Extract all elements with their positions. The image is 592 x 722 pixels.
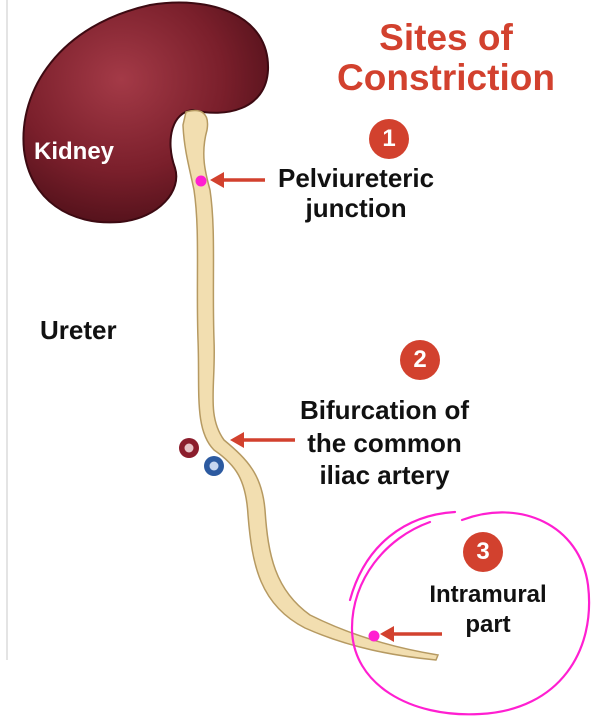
- site-1-label: Pelviureteric junction: [278, 164, 434, 224]
- kidney-shape: [23, 3, 268, 223]
- common-iliac-artery: [179, 438, 199, 458]
- arrow-site-2: [230, 432, 295, 448]
- marker-dot-1: [196, 176, 207, 187]
- site-3-label: Intramural part: [388, 580, 588, 640]
- kidney-label: Kidney: [34, 138, 114, 166]
- common-iliac-vein: [204, 456, 224, 476]
- site-2-line-3: iliac artery: [300, 459, 469, 492]
- diagram-title: Sites of Constriction: [300, 18, 592, 98]
- site-2-line-1: Bifurcation of: [300, 394, 469, 427]
- badge-2-number: 2: [400, 340, 440, 380]
- marker-dot-3: [369, 631, 380, 642]
- site-3-line-2: part: [388, 610, 588, 640]
- site-2-label: Bifurcation of the common iliac artery: [300, 394, 469, 492]
- site-1-line-2: junction: [278, 194, 434, 224]
- site-1-line-1: Pelviureteric: [278, 164, 434, 194]
- badge-3-number: 3: [463, 532, 503, 572]
- site-3-line-1: Intramural: [388, 580, 588, 610]
- badge-1-number: 1: [369, 119, 409, 159]
- title-line-1: Sites of: [300, 18, 592, 58]
- site-2-line-2: the common: [300, 427, 469, 460]
- ureter-label: Ureter: [40, 316, 117, 346]
- title-line-2: Constriction: [300, 58, 592, 98]
- arrow-site-1: [210, 172, 265, 188]
